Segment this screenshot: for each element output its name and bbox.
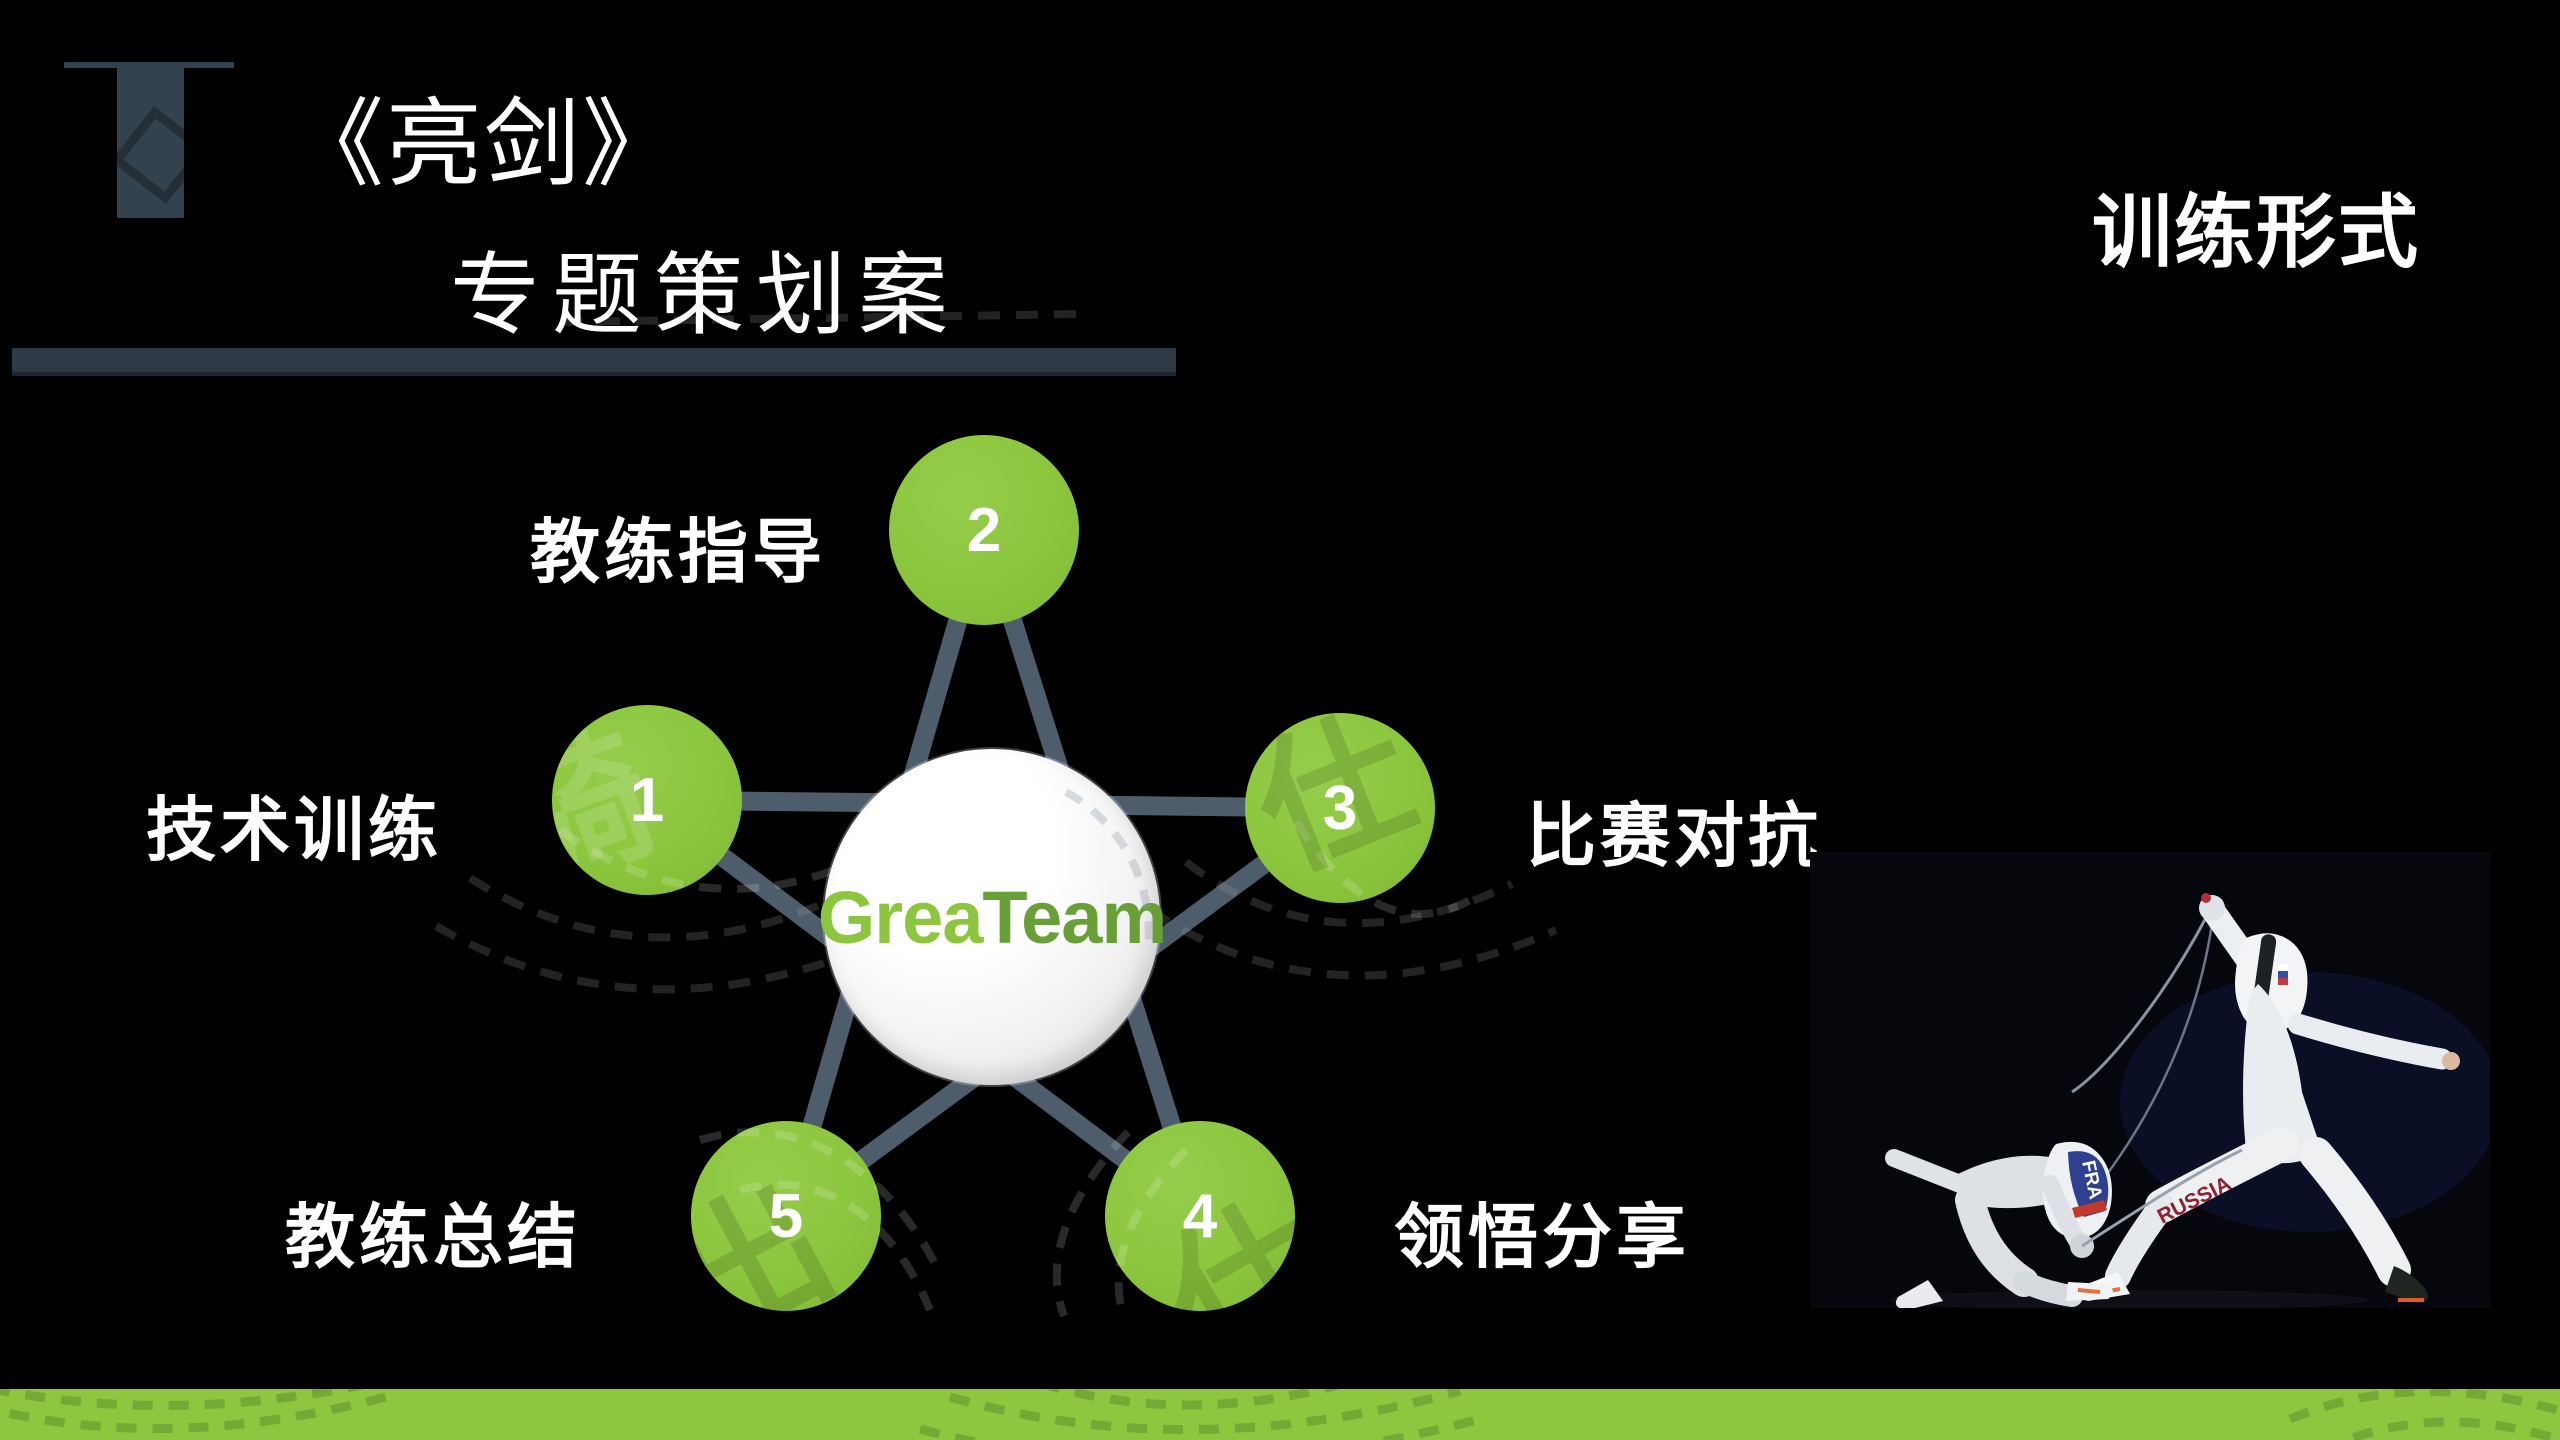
- blade-left: [2081, 1148, 2243, 1248]
- epee-grip: [2201, 893, 2211, 903]
- node-1-number: 1: [629, 765, 665, 835]
- label-node-2: 教练指导: [530, 513, 826, 591]
- label-node-3: 比赛对抗: [1526, 797, 1822, 875]
- torso-left: [1958, 1155, 2064, 1209]
- bottom-accent-bar: [0, 1389, 2560, 1440]
- mask-red-stripe: [2072, 1200, 2107, 1218]
- rear-shoe: [2385, 1266, 2428, 1303]
- diagram-node-3: 仕 3: [1245, 713, 1435, 903]
- watermark-arc: [1147, 906, 1558, 980]
- fencing-photo-art: RUSSIA FRA: [1810, 852, 2500, 1310]
- diagram-node-4: 仕 4: [1105, 1121, 1295, 1311]
- bar-arc: [918, 1414, 1482, 1440]
- front-thigh: [2145, 1127, 2299, 1223]
- epee-blade: [2071, 913, 2210, 1094]
- torso-right: [2243, 984, 2322, 1164]
- watermark-arc: [433, 922, 882, 994]
- node-2-number: 2: [966, 495, 1002, 565]
- label-node-5: 教练总结: [285, 1198, 581, 1276]
- node-4-number: 4: [1182, 1181, 1218, 1251]
- node-5-number: 5: [768, 1181, 804, 1251]
- bar-arc: [0, 1389, 402, 1433]
- flag-red: [2278, 978, 2288, 985]
- hub-brand-part2: Team: [982, 875, 1167, 959]
- rear-leg: [2299, 1137, 2411, 1287]
- slide-title-line1: 《亮剑》: [288, 91, 680, 198]
- slide-title-line2: 专题策划案: [450, 247, 960, 346]
- fencer-right: RUSSIA: [2071, 893, 2460, 1303]
- folded-shin: [2013, 1271, 2083, 1307]
- bar-arc: [948, 1389, 1462, 1435]
- fencing-photo: RUSSIA FRA: [1810, 852, 2500, 1310]
- title-underline-bar: [12, 348, 1176, 376]
- extended-arm: [2287, 1013, 2453, 1070]
- bar-arc: [1044, 1389, 1341, 1410]
- diagram-node-2: 2: [889, 435, 1079, 625]
- bar-arc: [2288, 1389, 2560, 1424]
- bar-arc: [2334, 1417, 2560, 1440]
- trailing-foot: [1895, 1280, 1943, 1310]
- hub-brand-part1: Grea: [817, 875, 984, 959]
- diagram-node-1: 骑仕 1: [552, 705, 742, 895]
- body-cord: [2097, 923, 2214, 1187]
- floor-shadow: [1890, 1290, 2370, 1310]
- front-shin: [2105, 1193, 2175, 1289]
- logo-t-stem: [117, 62, 184, 218]
- bottom-bar-pattern: [0, 1389, 2560, 1440]
- diagram-node-5: 出品 5: [691, 1121, 881, 1311]
- fencer-left: FRA: [1885, 1141, 2243, 1310]
- node-3-number: 3: [1322, 773, 1358, 843]
- left-shoe-stripe: [2077, 1288, 2101, 1294]
- mask-blue-panel: [2068, 1151, 2109, 1217]
- flag-blue: [2278, 971, 2288, 978]
- label-node-4: 领悟分享: [1394, 1198, 1690, 1276]
- bar-arc: [0, 1389, 365, 1410]
- diagram-hub-circle: GreaTeam: [818, 749, 1167, 1085]
- label-node-1: 技术训练: [146, 791, 442, 869]
- flag-white: [2278, 964, 2288, 971]
- back-arm: [1885, 1149, 1969, 1193]
- section-heading: 训练形式: [2092, 188, 2420, 277]
- bare-hand: [2442, 1052, 2460, 1070]
- hub-brand-text: GreaTeam: [818, 875, 1167, 960]
